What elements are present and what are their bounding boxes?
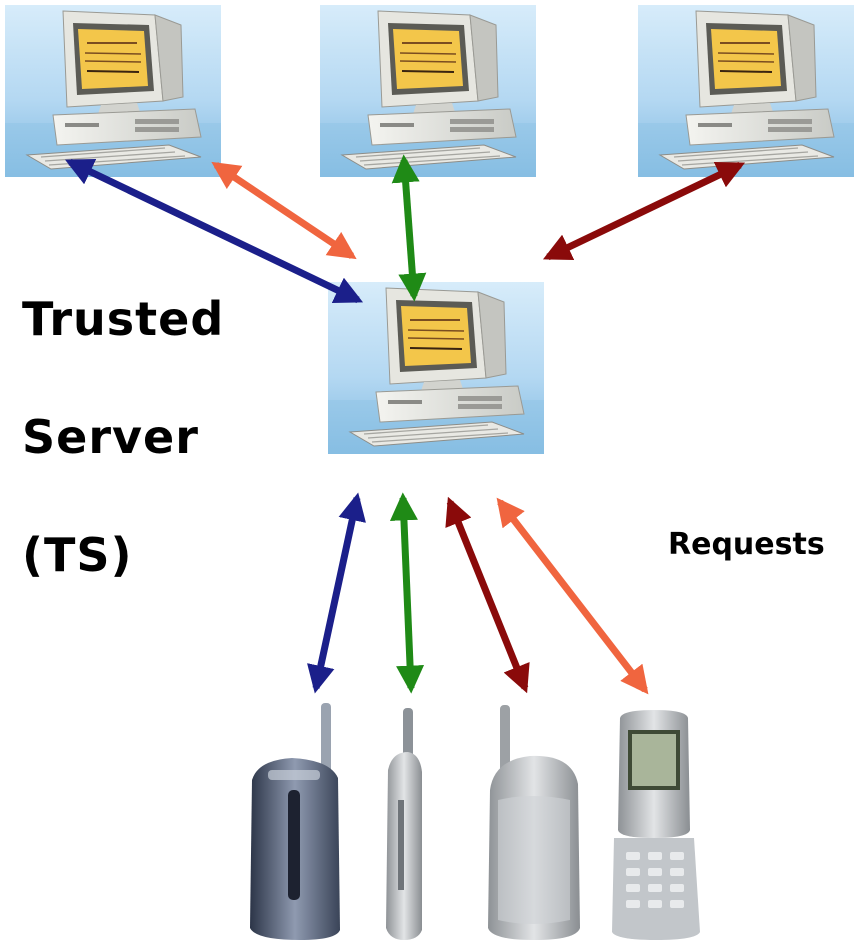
phone-1 bbox=[250, 703, 340, 940]
arrow-phone1-server-navy bbox=[307, 492, 366, 694]
computer-right bbox=[637, 4, 855, 178]
computer-left bbox=[4, 4, 222, 178]
arrow-left-computer-server-orange bbox=[211, 161, 357, 260]
arrow-phone4-server-orange bbox=[496, 497, 649, 695]
requests-label: Requests bbox=[668, 527, 825, 562]
phone-3 bbox=[488, 705, 580, 940]
trusted-server-label-line-1: Trusted bbox=[22, 292, 225, 346]
arrow-phone3-server-maroon bbox=[445, 496, 530, 694]
computer-center bbox=[319, 4, 537, 178]
computer-server bbox=[327, 281, 545, 455]
trusted-server-label-line-3: (TS) bbox=[22, 528, 133, 582]
arrow-center-computer-server-green bbox=[391, 154, 427, 302]
phone-4 bbox=[612, 710, 700, 940]
arrow-right-computer-server-maroon bbox=[542, 161, 746, 261]
arrow-phone2-server-green bbox=[389, 492, 425, 694]
trusted-server-label-line-2: Server bbox=[22, 410, 199, 464]
phone-2 bbox=[386, 708, 422, 940]
